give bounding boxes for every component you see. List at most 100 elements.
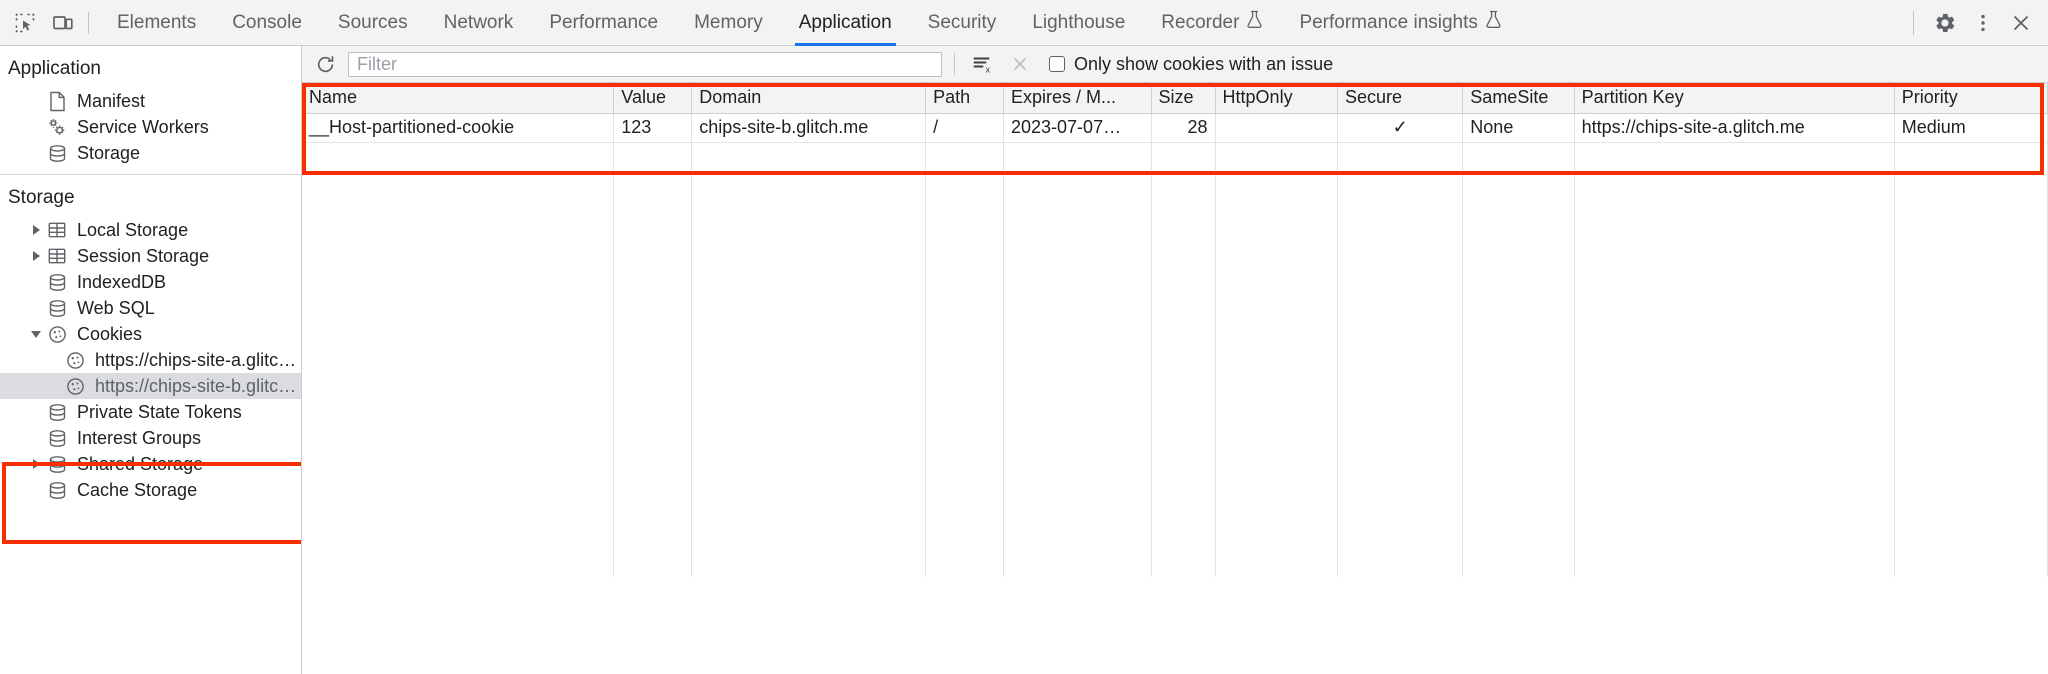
checkbox-box[interactable]	[1049, 56, 1065, 72]
cookies-table-wrap[interactable]: Name Value Domain Path Expires / M... Si…	[302, 83, 2048, 674]
expand-triangle-icon[interactable]	[28, 459, 44, 469]
sidebar-item-label: Private State Tokens	[77, 401, 242, 422]
table-row[interactable]: __Host-partitioned-cookie 123 chips-site…	[302, 113, 2048, 143]
table-empty-row	[302, 403, 2048, 432]
filter-input[interactable]: Filter	[348, 51, 942, 77]
sidebar-item-interest-groups[interactable]: Interest Groups	[0, 425, 301, 451]
clear-filter-icon[interactable]: x	[967, 49, 997, 79]
database-icon	[46, 454, 68, 475]
collapse-triangle-icon[interactable]	[28, 330, 44, 338]
sidebar-item-storage[interactable]: Storage	[0, 140, 301, 166]
table-empty-row	[302, 461, 2048, 490]
database-icon	[46, 402, 68, 423]
inspect-cursor-icon[interactable]	[6, 4, 44, 42]
cookies-toolbar: Filter x Only show cookies with an iss	[302, 46, 2048, 83]
tab-label: Lighthouse	[1032, 11, 1126, 33]
sidebar-item-private-state-tokens[interactable]: Private State Tokens	[0, 399, 301, 425]
tab-elements[interactable]: Elements	[99, 0, 214, 46]
tab-memory[interactable]: Memory	[676, 0, 781, 46]
device-toolbar-icon[interactable]	[44, 4, 82, 42]
column-header-secure[interactable]: Secure	[1337, 83, 1464, 114]
tab-application[interactable]: Application	[781, 0, 910, 46]
application-sidebar[interactable]: Application Manifest Service	[0, 46, 302, 674]
gears-icon	[46, 116, 68, 138]
tab-label: Memory	[694, 11, 763, 33]
only-show-issues-checkbox[interactable]: Only show cookies with an issue	[1049, 54, 1333, 75]
sidebar-item-cache-storage[interactable]: Cache Storage	[0, 477, 301, 503]
sidebar-item-label: https://chips-site-b.glitch.me	[95, 375, 301, 396]
column-header-partition-key[interactable]: Partition Key	[1574, 83, 1895, 114]
document-icon	[46, 91, 68, 112]
database-icon	[46, 480, 68, 501]
tab-label: Performance	[549, 11, 659, 33]
column-header-priority[interactable]: Priority	[1894, 83, 2048, 114]
tab-label: Elements	[117, 11, 197, 33]
gear-icon[interactable]	[1926, 4, 1964, 42]
database-icon	[46, 143, 68, 164]
sidebar-item-indexeddb[interactable]: IndexedDB	[0, 269, 301, 295]
cell-value: 123	[613, 113, 693, 143]
tab-lighthouse[interactable]: Lighthouse	[1014, 0, 1143, 46]
experiment-flask-icon	[1485, 10, 1502, 35]
table-icon	[46, 220, 68, 240]
sidebar-section-title-application: Application	[8, 58, 101, 79]
sidebar-item-shared-storage[interactable]: Shared Storage	[0, 451, 301, 477]
expand-triangle-icon[interactable]	[28, 225, 44, 235]
tab-label: Security	[927, 11, 997, 33]
sidebar-item-label: Cache Storage	[77, 479, 198, 500]
application-panel-body: Application Manifest Service	[0, 46, 2048, 674]
sidebar-item-cookies[interactable]: Cookies	[0, 321, 301, 347]
database-icon	[46, 428, 68, 449]
sidebar-item-session-storage[interactable]: Session Storage	[0, 243, 301, 269]
column-header-size[interactable]: Size	[1151, 83, 1216, 114]
column-header-value[interactable]: Value	[613, 83, 693, 114]
sidebar-item-label: Local Storage	[77, 219, 189, 240]
sidebar-item-label: Storage	[77, 142, 141, 163]
tab-label: Console	[232, 11, 302, 33]
tab-network[interactable]: Network	[426, 0, 532, 46]
cell-expires: 2023-07-07…	[1003, 113, 1152, 143]
close-icon[interactable]	[2002, 4, 2040, 42]
sidebar-item-label: Session Storage	[77, 245, 210, 266]
expand-triangle-icon[interactable]	[28, 251, 44, 261]
table-empty-row	[302, 142, 2048, 171]
more-vertical-icon[interactable]	[1964, 4, 2002, 42]
tab-security[interactable]: Security	[910, 0, 1015, 46]
sidebar-divider	[0, 174, 301, 175]
column-header-expires[interactable]: Expires / M...	[1003, 83, 1152, 114]
sidebar-item-manifest[interactable]: Manifest	[0, 88, 301, 114]
sidebar-item-web-sql[interactable]: Web SQL	[0, 295, 301, 321]
cell-priority: Medium	[1894, 113, 2048, 143]
filter-placeholder-text: Filter	[357, 53, 397, 74]
sidebar-section-title-storage: Storage	[8, 187, 75, 208]
sidebar-item-service-workers[interactable]: Service Workers	[0, 114, 301, 140]
column-header-samesite[interactable]: SameSite	[1462, 83, 1575, 114]
table-empty-row	[302, 287, 2048, 316]
clear-all-cookies-icon[interactable]	[1005, 49, 1035, 79]
table-icon	[46, 246, 68, 266]
tab-label: Application	[798, 11, 892, 33]
cell-name: __Host-partitioned-cookie	[302, 113, 615, 143]
tab-label: Network	[443, 11, 514, 33]
sidebar-item-label: IndexedDB	[77, 271, 167, 292]
tab-recorder[interactable]: Recorder	[1143, 0, 1281, 46]
column-header-domain[interactable]: Domain	[691, 83, 927, 114]
checkbox-label: Only show cookies with an issue	[1074, 53, 1334, 74]
column-header-httponly[interactable]: HttpOnly	[1215, 83, 1339, 114]
tab-console[interactable]: Console	[214, 0, 320, 46]
cookie-icon	[64, 350, 86, 371]
tab-performance[interactable]: Performance	[531, 0, 676, 46]
tab-label: Performance insights	[1299, 11, 1478, 33]
table-empty-row	[302, 258, 2048, 287]
tab-sources[interactable]: Sources	[320, 0, 426, 46]
sidebar-item-label: https://chips-site-a.glitch.me	[95, 349, 301, 370]
tab-performance-insights[interactable]: Performance insights	[1281, 0, 1519, 46]
refresh-icon[interactable]	[310, 49, 340, 79]
sidebar-item-cookies-site-b[interactable]: https://chips-site-b.glitch.me	[0, 373, 301, 399]
column-header-name[interactable]: Name	[302, 83, 615, 114]
sidebar-item-local-storage[interactable]: Local Storage	[0, 217, 301, 243]
table-empty-row	[302, 229, 2048, 258]
sidebar-item-cookies-site-a[interactable]: https://chips-site-a.glitch.me	[0, 347, 301, 373]
column-header-path[interactable]: Path	[925, 83, 1004, 114]
sidebar-item-label: Web SQL	[77, 297, 155, 318]
